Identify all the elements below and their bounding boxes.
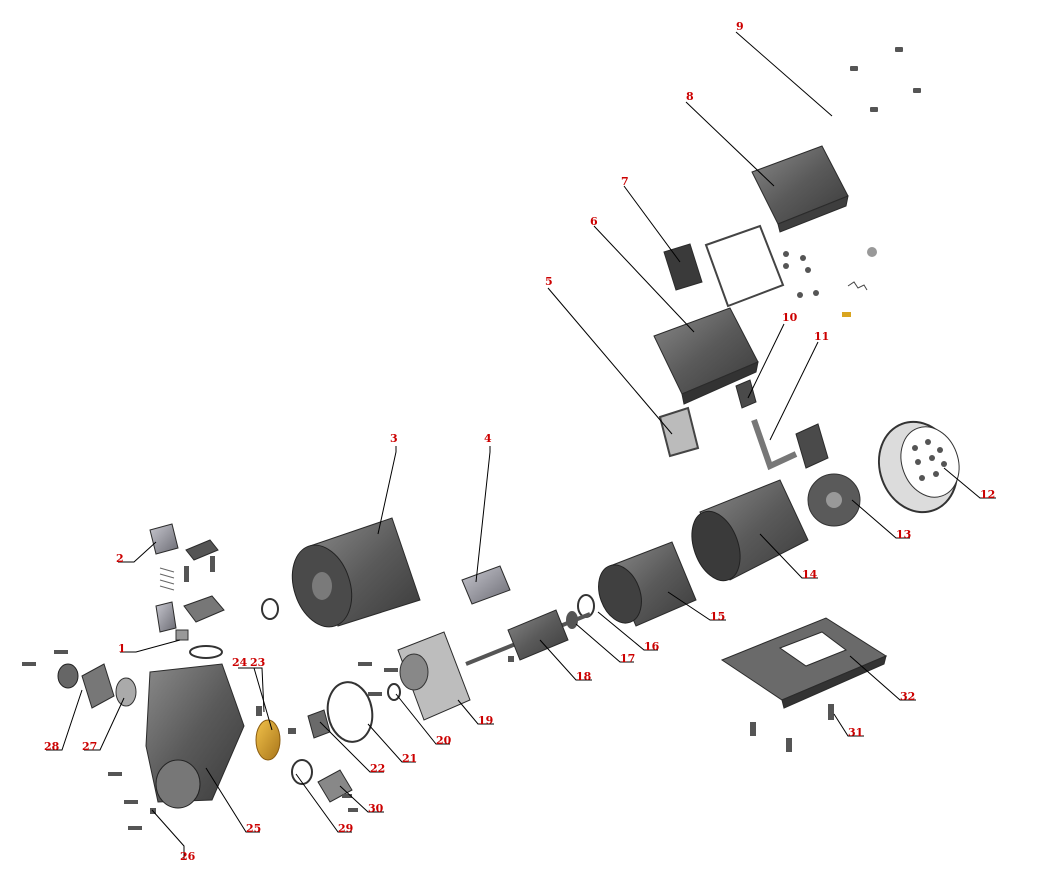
part-oring-29 <box>291 759 313 785</box>
label-13: 13 <box>896 528 911 541</box>
part-oring-21 <box>326 681 374 743</box>
label-23: 23 <box>250 656 265 669</box>
part-fan <box>807 473 861 527</box>
part-small-nuts <box>783 247 877 317</box>
label-21: 21 <box>402 752 417 765</box>
leader-lines <box>46 31 996 860</box>
label-30: 30 <box>368 802 384 815</box>
label-22: 22 <box>370 762 385 775</box>
part-labels: 9 8 7 6 5 10 11 12 13 14 15 16 17 18 19 … <box>44 20 995 863</box>
part-fan-cover <box>877 420 960 514</box>
label-15: 15 <box>710 610 725 623</box>
part-filter-27 <box>115 677 137 707</box>
label-31: 31 <box>848 726 863 739</box>
label-10: 10 <box>782 311 798 324</box>
label-19: 19 <box>478 714 493 727</box>
part-cable-gland <box>735 379 757 409</box>
part-oring-20 <box>387 683 401 701</box>
label-3: 3 <box>390 432 398 445</box>
part-capacitor <box>663 243 703 291</box>
part-motor-shell <box>291 517 421 628</box>
label-29: 29 <box>338 822 353 835</box>
label-26: 26 <box>180 850 196 863</box>
label-12: 12 <box>980 488 995 501</box>
part-power-cable <box>751 419 829 471</box>
label-20: 20 <box>436 734 452 747</box>
part-pressure-switch <box>149 523 225 659</box>
label-4: 4 <box>484 432 492 445</box>
label-14: 14 <box>802 568 818 581</box>
label-7: 7 <box>621 175 629 188</box>
label-27: 27 <box>82 740 97 753</box>
part-cover-gasket <box>704 224 785 308</box>
part-box-gasket <box>658 406 700 458</box>
label-5: 5 <box>545 275 553 288</box>
part-shaft-seal <box>461 565 511 605</box>
label-9: 9 <box>736 20 744 33</box>
part-oring-3 <box>261 598 279 620</box>
part-rotor <box>465 609 591 666</box>
part-bushing <box>307 709 331 739</box>
label-1: 1 <box>118 642 126 655</box>
part-impeller-gear <box>255 719 281 761</box>
label-6: 6 <box>590 215 598 228</box>
label-28: 28 <box>44 740 60 753</box>
label-8: 8 <box>686 90 694 103</box>
part-stator <box>598 541 697 627</box>
label-17: 17 <box>620 652 635 665</box>
part-base-plate <box>720 617 888 709</box>
label-11: 11 <box>814 330 829 343</box>
label-18: 18 <box>576 670 592 683</box>
part-pump-body <box>145 663 245 809</box>
label-32: 32 <box>900 690 915 703</box>
part-flange-28 <box>57 663 115 709</box>
label-25: 25 <box>246 822 261 835</box>
part-terminal-box <box>653 307 759 405</box>
part-motor-housing <box>691 479 809 582</box>
part-bolts <box>22 556 834 830</box>
part-screws-top <box>850 47 921 112</box>
part-terminal-cover <box>751 145 849 233</box>
label-2: 2 <box>116 552 124 565</box>
label-24: 24 <box>232 656 248 669</box>
label-16: 16 <box>644 640 660 653</box>
part-motor-bracket <box>397 631 471 721</box>
